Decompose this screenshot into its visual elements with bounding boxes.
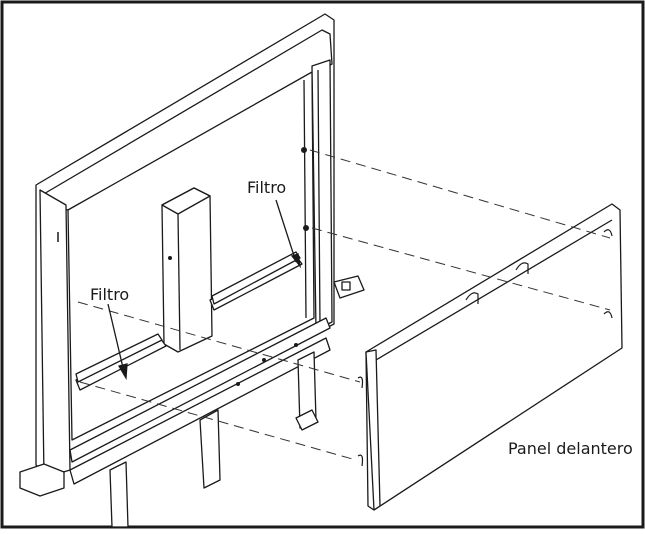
base-rail-upper (69, 317, 331, 463)
front-panel-lip (365, 349, 381, 511)
center-support-edge (177, 213, 181, 351)
align-line-1 (309, 149, 611, 239)
base-leg-mid (199, 409, 221, 489)
cabinet-left-post (39, 189, 71, 479)
center-support-top (161, 187, 211, 215)
keyhole-4 (603, 311, 613, 319)
arrow-filtro-left (118, 363, 128, 381)
leader-filtro-right (275, 199, 297, 263)
filter-tray-left (75, 333, 163, 383)
screw-1 (301, 147, 307, 153)
center-support (161, 187, 213, 353)
front-panel-inner-edge (375, 219, 613, 361)
align-line-3 (77, 301, 361, 383)
front-panel (365, 203, 623, 511)
base-leg-left (109, 461, 129, 528)
right-post-edge-2 (303, 79, 307, 319)
side-bracket (333, 275, 365, 299)
keyhole-2 (515, 262, 529, 274)
base-rail-lower (69, 337, 331, 485)
align-line-2 (311, 227, 611, 311)
keyhole-5 (357, 376, 364, 389)
alignment-lines (77, 149, 611, 461)
arrow-filtro-right (290, 253, 302, 269)
right-post-edge (317, 69, 321, 327)
front-bracket (19, 463, 65, 497)
side-bracket-hole (341, 281, 351, 291)
screw-2 (303, 225, 309, 231)
filter-label-left: Filtro (88, 285, 132, 304)
keyhole-3 (603, 229, 613, 237)
cabinet-right-post (311, 59, 333, 331)
filter-label-right: Filtro (245, 178, 289, 197)
screw-4 (262, 358, 266, 362)
keyhole-6 (357, 454, 364, 467)
screw-3 (236, 382, 240, 386)
screw-5 (294, 343, 298, 347)
filter-tray-right (211, 251, 301, 305)
screw-6 (168, 256, 172, 260)
leader-filtro-left (107, 303, 125, 373)
keyhole-1 (465, 292, 479, 304)
screw-holes (168, 147, 309, 386)
base-foot (295, 409, 319, 431)
front-panel-label: Panel delantero (506, 439, 635, 458)
